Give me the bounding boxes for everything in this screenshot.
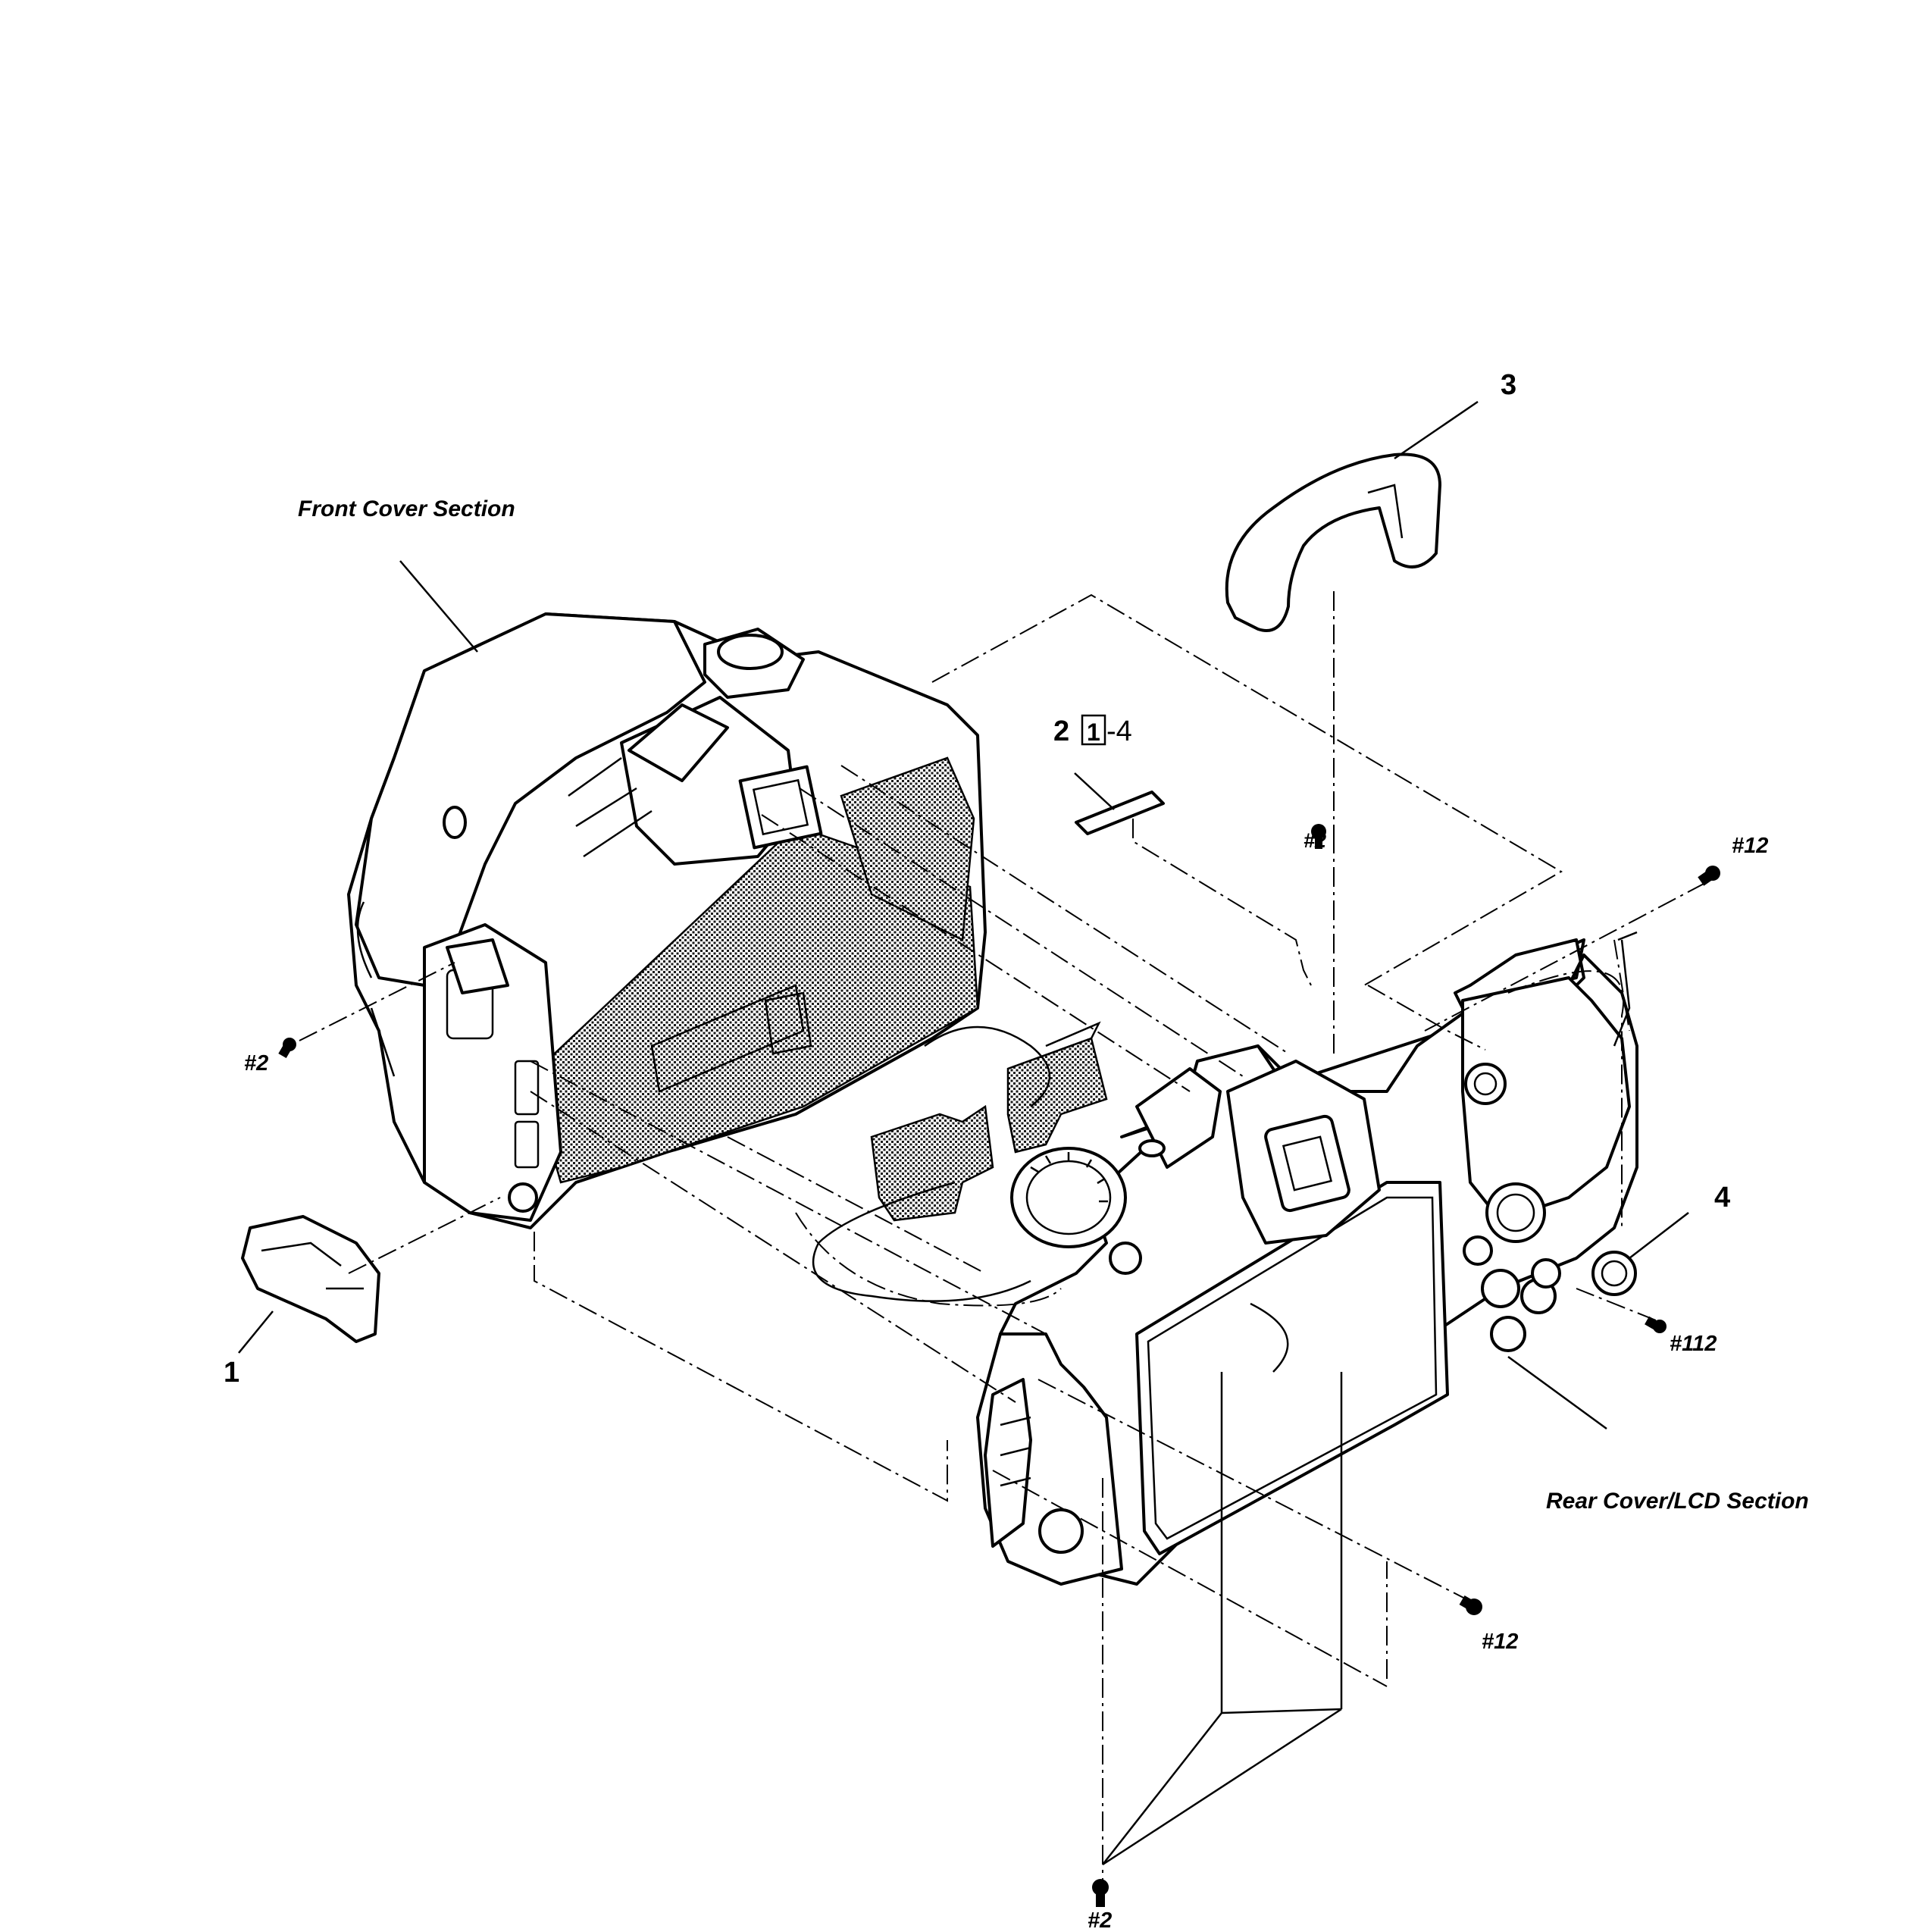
part2-strip xyxy=(1075,791,1165,835)
screw-2-left-label: #2 xyxy=(244,1051,268,1076)
part-2-ref-box-number: 1 xyxy=(1087,719,1100,746)
screw-12-bottom-icon xyxy=(1459,1595,1482,1615)
eyecup xyxy=(1225,452,1441,632)
internal-parts xyxy=(241,452,1637,1343)
front-cover-section-label: Front Cover Section xyxy=(298,496,515,521)
front-mesh-panel-upper xyxy=(840,756,975,941)
rear-cover-assembly xyxy=(976,938,1638,1586)
part-number-1: 1 xyxy=(224,1357,239,1389)
assembly-lines xyxy=(299,591,1706,1880)
part-number-4: 4 xyxy=(1714,1182,1730,1213)
part-number-3: 3 xyxy=(1501,369,1516,401)
part-2-ref-box xyxy=(1081,714,1106,746)
screw-12-top-label: #12 xyxy=(1732,834,1768,858)
rear-cover-section-label: Rear Cover/LCD Section xyxy=(1546,1489,1809,1514)
labels: Front Cover Section Rear Cover/LCD Secti… xyxy=(224,369,1809,1932)
part-number-2: 2 xyxy=(1053,715,1069,747)
screw-2-bottom-label: #2 xyxy=(1088,1909,1112,1932)
inner-shield-2 xyxy=(1006,1037,1108,1154)
front-mesh-panel xyxy=(529,825,979,1184)
screw-2-bottom-icon xyxy=(1092,1879,1109,1907)
screw-2-top-icon xyxy=(1311,824,1326,849)
screw-112-label: #112 xyxy=(1670,1332,1717,1356)
screws xyxy=(278,824,1720,1907)
inner-shield-1 xyxy=(870,1104,994,1222)
screw-12-bottom-label: #12 xyxy=(1482,1630,1518,1654)
leader-lines xyxy=(238,400,1689,1866)
screw-12-top-icon xyxy=(1698,866,1720,886)
screw-112-icon xyxy=(1645,1316,1667,1333)
screw-2-top-label: #2 xyxy=(1304,829,1326,852)
dial-knob xyxy=(1591,1251,1637,1296)
part-2-ref-suffix: -4 xyxy=(1106,715,1132,747)
screw-2-left-icon xyxy=(278,1038,296,1059)
front-cover-assembly xyxy=(347,612,987,1229)
